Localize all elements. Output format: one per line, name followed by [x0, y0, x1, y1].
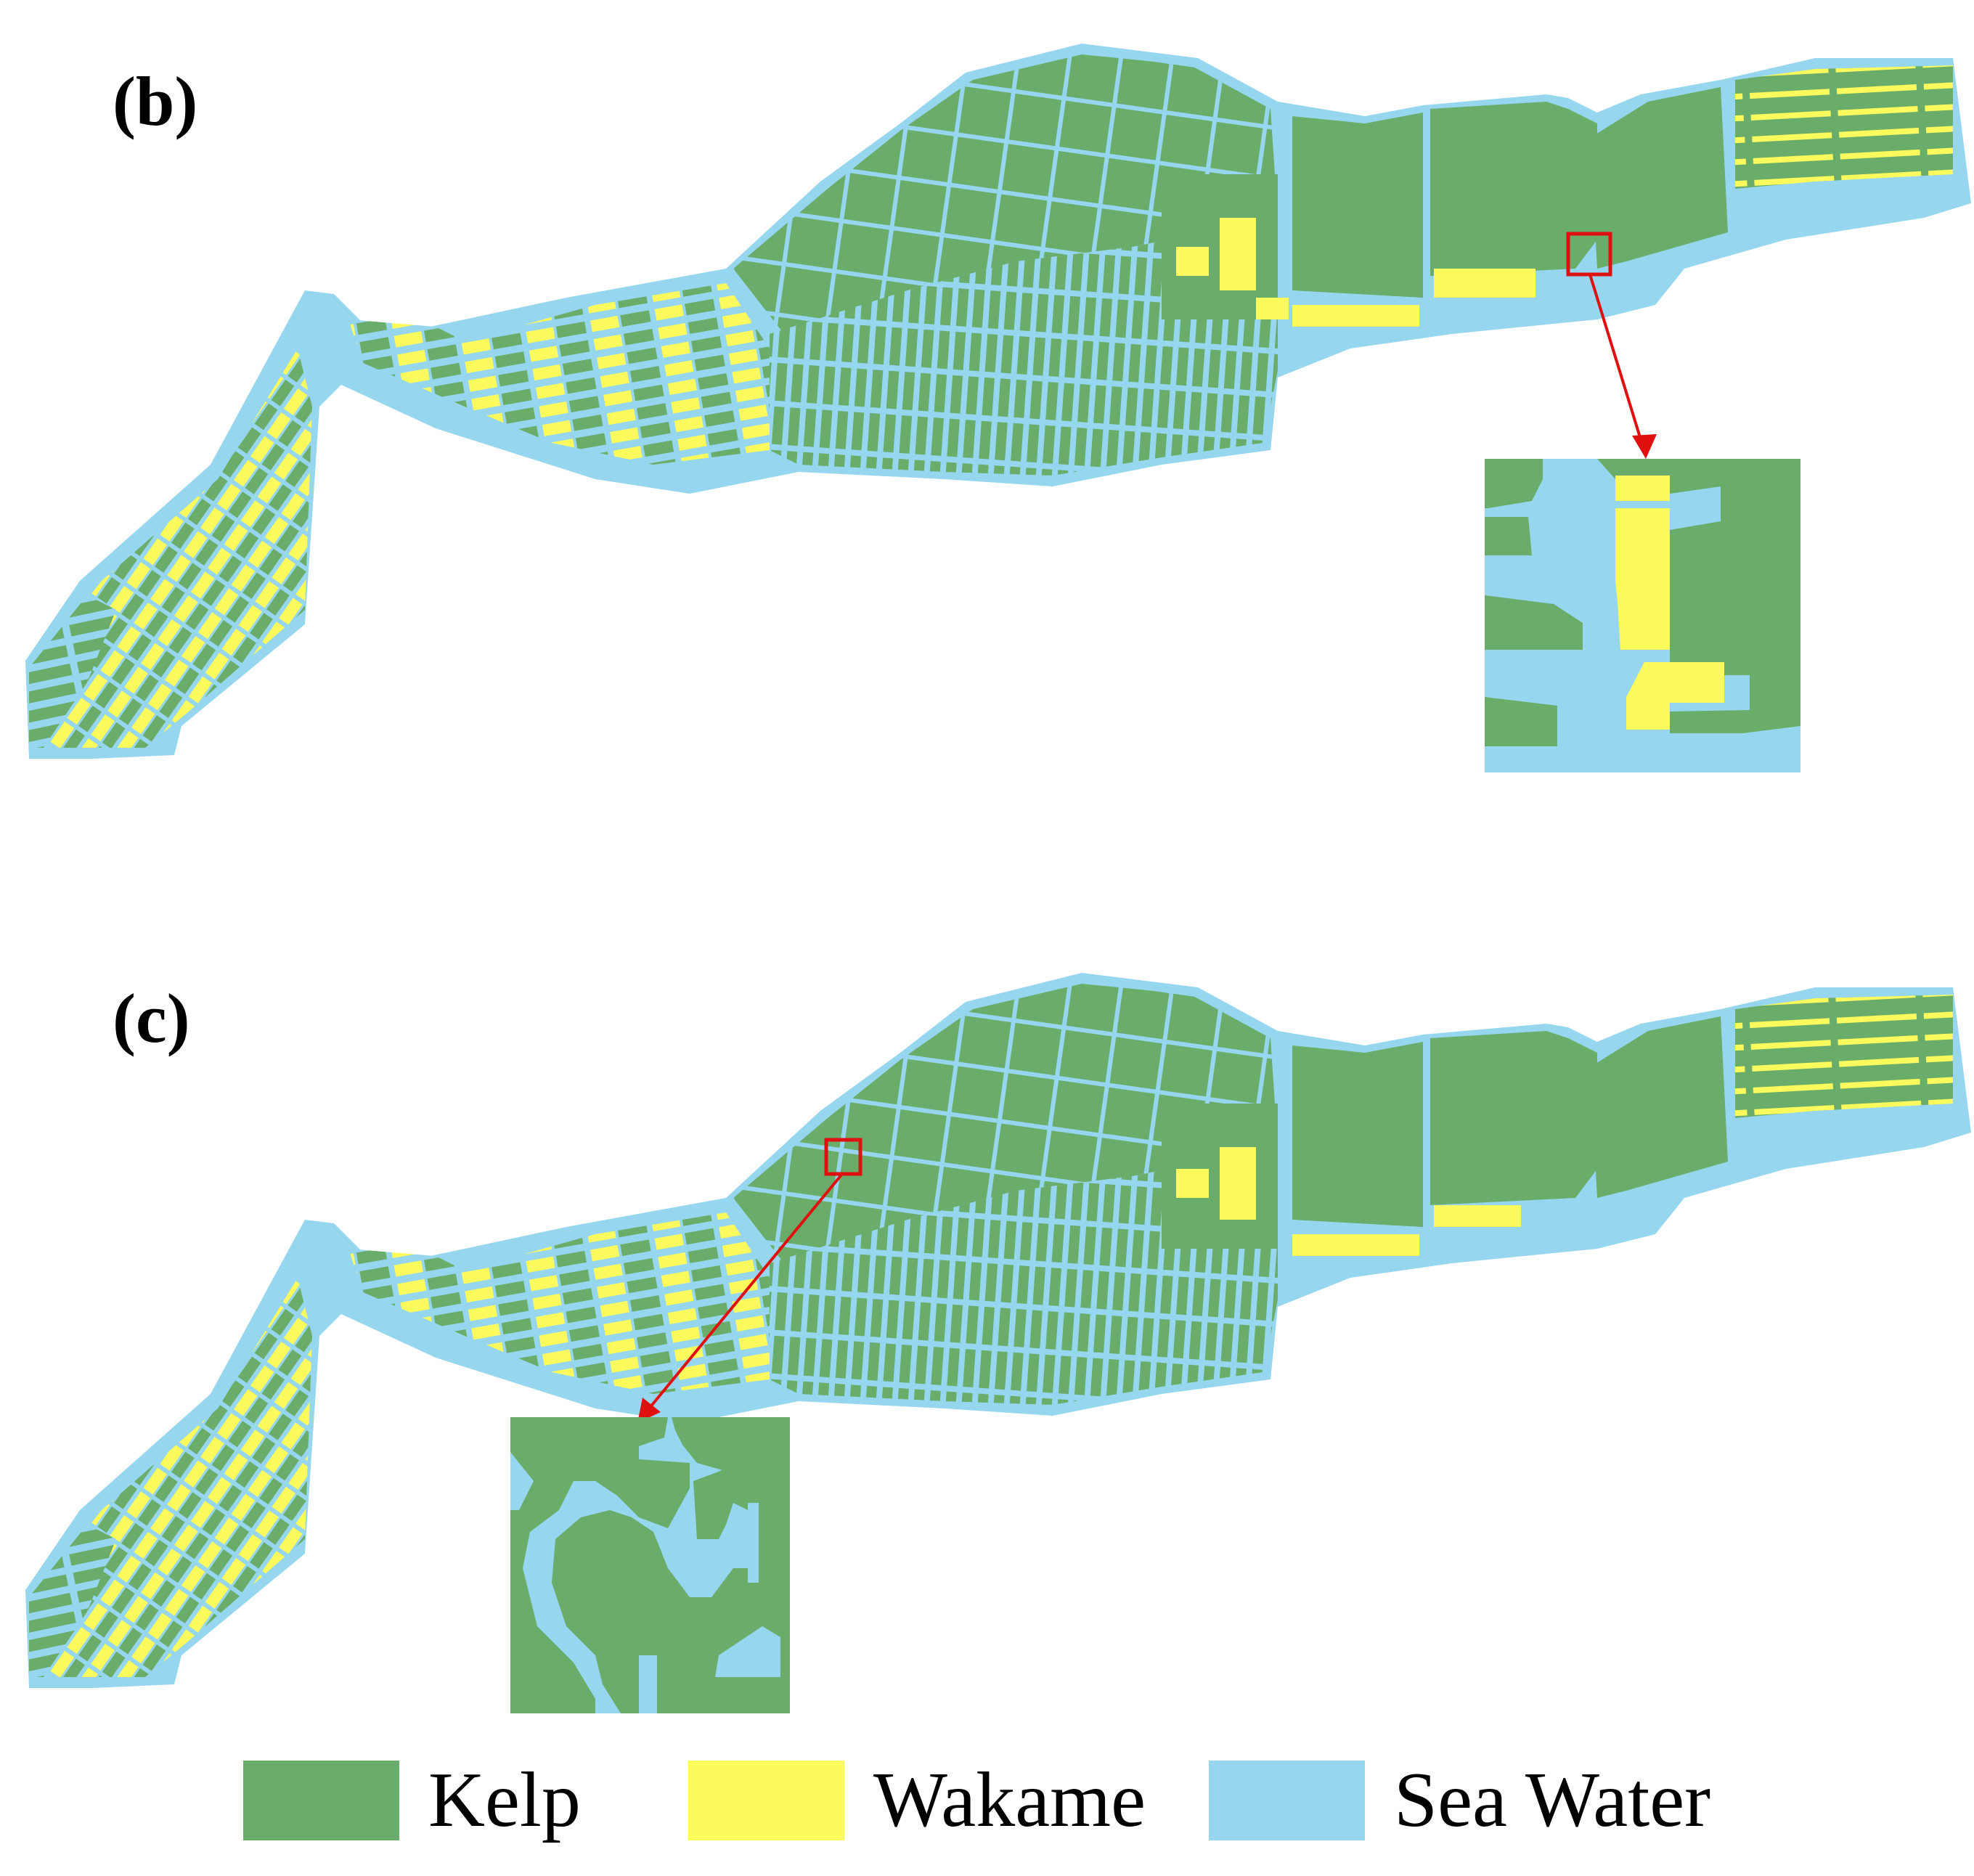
- legend-item-wakame: Wakame: [688, 1757, 1146, 1844]
- kelp-wakame-midwest-b: [348, 283, 770, 465]
- kelp-central-c: [733, 984, 1278, 1263]
- classification-map-c: [25, 973, 1971, 1713]
- kelp-east2-c: [1430, 1031, 1597, 1205]
- wakame-strip-b: [1434, 269, 1535, 298]
- wakame-strip-b: [1292, 305, 1419, 327]
- wakame-strip-b: [1256, 298, 1289, 319]
- legend: Kelp Wakame Sea Water: [0, 1757, 1974, 1844]
- wakame-block-c: [1176, 1169, 1209, 1198]
- zoom-inset-b: [1485, 459, 1800, 772]
- kelp-wakame-east-tip-b: [1735, 65, 1953, 189]
- arrow-head-c: [637, 1398, 661, 1423]
- wakame-strip-c: [1292, 1234, 1419, 1256]
- kelp-east-b: [1292, 113, 1423, 298]
- kelp-east-c: [1292, 1042, 1423, 1227]
- kelp-wakame-midwest-c: [348, 1212, 770, 1394]
- kelp-swatch-icon: [243, 1761, 399, 1840]
- kelp-central-stripes-b: [770, 218, 1278, 476]
- legend-item-sea-water: Sea Water: [1209, 1757, 1710, 1844]
- kelp-central-stripes-c: [770, 1147, 1278, 1405]
- sea-water-swatch-icon: [1209, 1761, 1365, 1840]
- kelp-wakame-west-arm-b: [44, 348, 312, 748]
- kelp-northeast-b: [1590, 87, 1728, 269]
- zoom-arrow-b: [1588, 274, 1644, 445]
- kelp-east2-b: [1430, 102, 1597, 276]
- wakame-block-c: [1220, 1147, 1256, 1220]
- kelp-southwest-b: [29, 595, 116, 748]
- legend-label-wakame: Wakame: [873, 1757, 1146, 1843]
- kelp-southwest-c: [29, 1525, 116, 1677]
- wakame-block-b: [1176, 247, 1209, 276]
- kelp-wakame-west-arm-c: [44, 1278, 312, 1677]
- legend-label-sea-water: Sea Water: [1394, 1757, 1711, 1843]
- wakame-block-b: [1220, 218, 1256, 290]
- panel-label-b: (b): [113, 62, 198, 140]
- kelp-wakame-east-tip-c: [1735, 995, 1953, 1118]
- arrow-head-b: [1632, 434, 1657, 459]
- wakame-strip-c: [1434, 1205, 1521, 1227]
- highlight-box-c: [824, 1138, 862, 1176]
- classification-map-b: [25, 44, 1971, 772]
- wakame-swatch-icon: [688, 1761, 844, 1840]
- panel-label-c: (c): [113, 979, 190, 1057]
- zoom-arrow-c: [645, 1172, 844, 1414]
- highlight-box-b: [1566, 232, 1612, 277]
- legend-label-kelp: Kelp: [428, 1757, 581, 1843]
- legend-item-kelp: Kelp: [243, 1757, 581, 1844]
- zoom-inset-c: [510, 1417, 790, 1713]
- kelp-central-b: [733, 54, 1278, 334]
- kelp-northeast-c: [1590, 1016, 1728, 1198]
